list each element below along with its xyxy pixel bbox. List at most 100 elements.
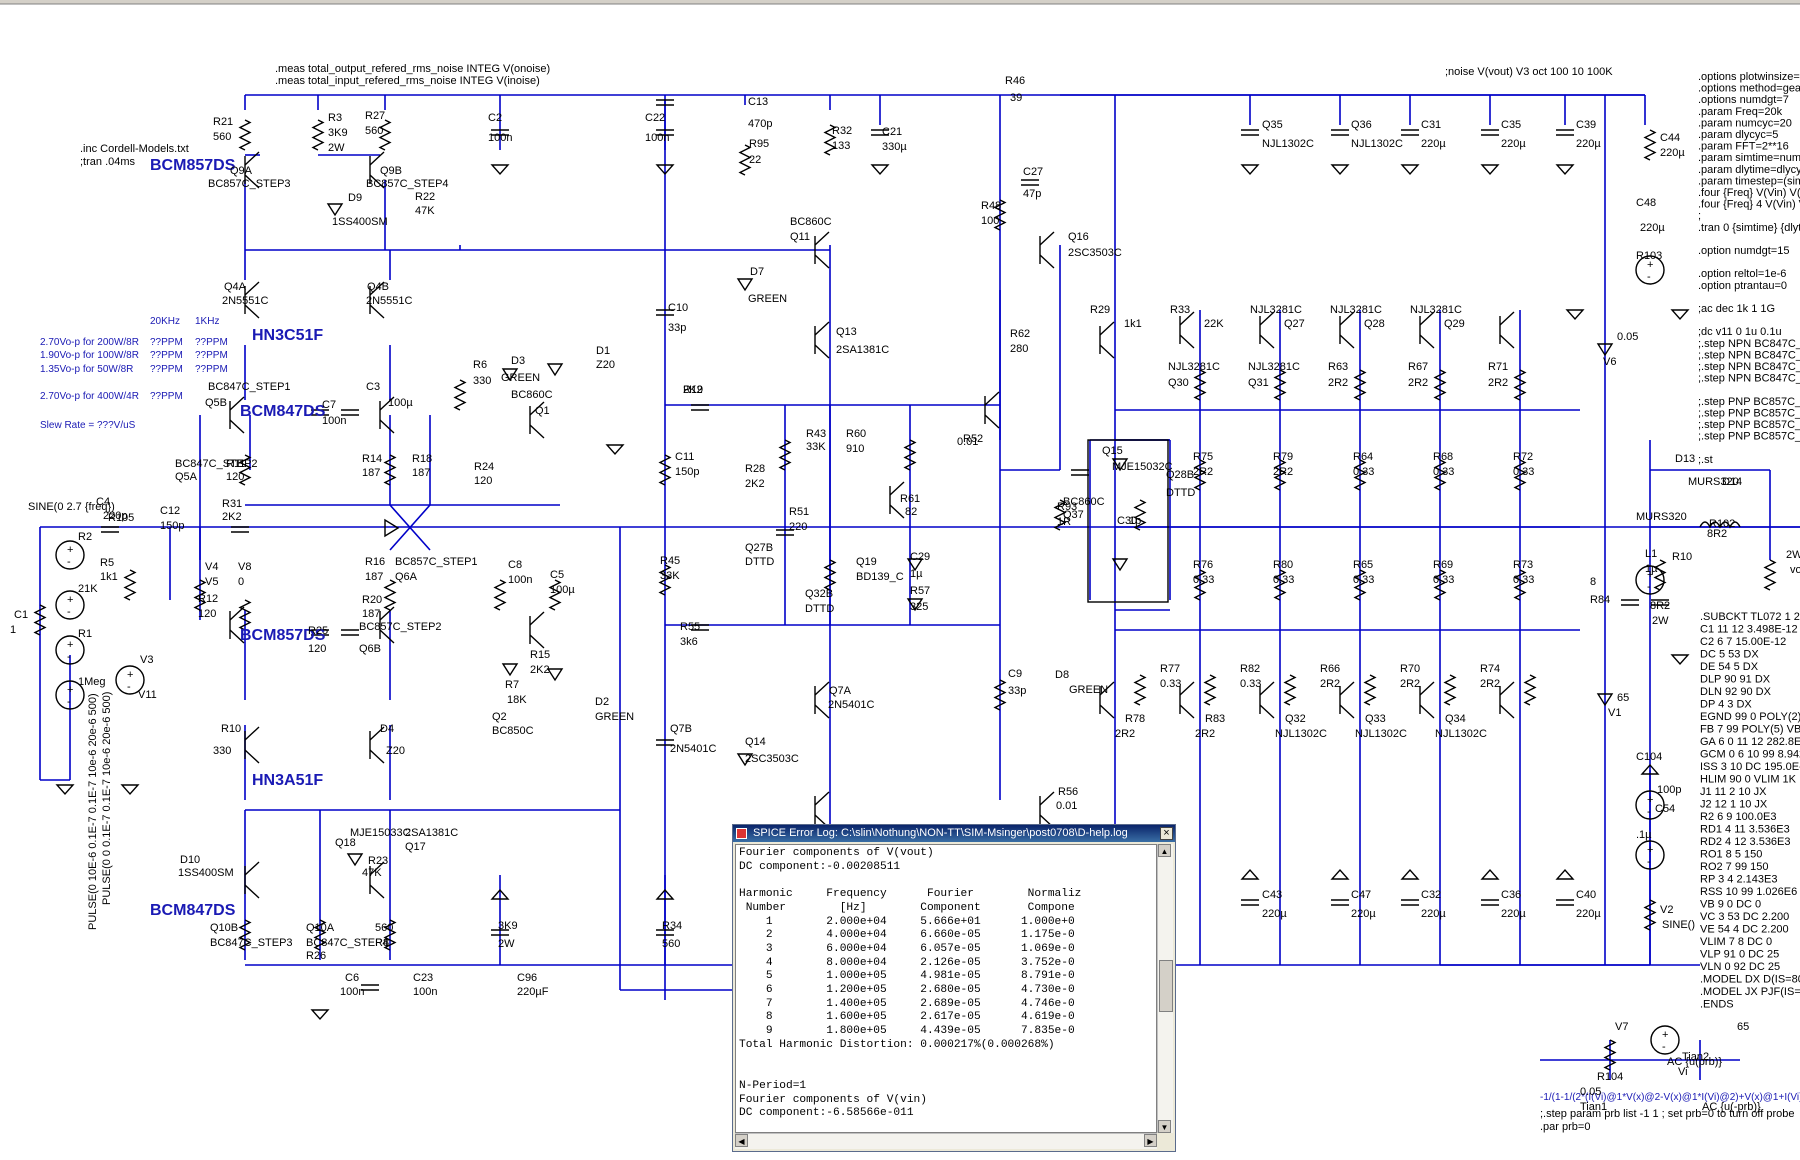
probe-box	[1087, 439, 1169, 603]
transistor-collector	[1419, 681, 1435, 696]
transistor-emitter	[1039, 254, 1055, 269]
resistor-symbol	[1643, 129, 1657, 161]
component-label: R20	[362, 594, 382, 606]
component-label: 220µ	[1421, 908, 1446, 920]
plus-sign: +	[67, 684, 73, 696]
component-label: 2K2	[745, 478, 765, 490]
resistor-symbol	[1513, 369, 1527, 401]
scroll-up-arrow-icon[interactable]: ▲	[1158, 844, 1171, 857]
spec-note: ??PPM	[150, 337, 183, 348]
transistor-emitter	[369, 749, 385, 764]
minus-sign: -	[67, 651, 71, 663]
scroll-thumb[interactable]	[1159, 960, 1173, 1012]
include-directive: .inc Cordell-Models.txt	[80, 143, 189, 155]
component-label: R56	[1058, 786, 1078, 798]
component-label: R2	[78, 531, 92, 543]
component-label: R43	[806, 428, 826, 440]
resistor-symbol	[383, 579, 397, 611]
voltage-source	[1635, 565, 1665, 595]
plus-sign: +	[67, 594, 73, 606]
plus-sign: +	[127, 669, 133, 681]
component-label: R18	[412, 453, 432, 465]
component-label: R76	[1193, 559, 1213, 571]
resistor-symbol	[1203, 674, 1217, 706]
component-label: 0.33	[1513, 574, 1534, 586]
component-label: 39	[1010, 92, 1022, 104]
subckt-line: ISS 3 10 DC 195.0E-6	[1700, 761, 1800, 773]
resistor-symbol	[1193, 369, 1207, 401]
component-label: R79	[1273, 451, 1293, 463]
resistor-symbol	[1283, 674, 1297, 706]
component-label: R84	[1590, 594, 1610, 606]
component-label: 0.33	[1273, 574, 1294, 586]
transistor-collector	[244, 151, 260, 166]
component-label: Q32B	[805, 588, 833, 600]
spec-note: ??PPM	[195, 364, 228, 375]
close-button[interactable]: ×	[1160, 827, 1173, 840]
component-label: 1k1	[100, 571, 118, 583]
subckt-line: DLP 90 91 DX	[1700, 674, 1771, 686]
transistor-collector	[369, 281, 385, 296]
spec-note: 2.70Vo-p for 400W/4R	[40, 391, 139, 402]
resistor-symbol	[238, 454, 252, 486]
component-label: Q19	[856, 556, 877, 568]
sim-directive: .four {Freq} V(Vin) V(Vo	[1698, 187, 1800, 199]
transistor-collector	[1339, 681, 1355, 696]
transistor-collector	[1179, 311, 1195, 326]
sim-directive: ;.step PNP BC857C_STE	[1698, 407, 1800, 419]
error-log-content[interactable]: Fourier components of V(vout) DC compone…	[735, 844, 1157, 1133]
component-label: 187	[362, 608, 380, 620]
horizontal-scrollbar[interactable]: ◀ ▶	[735, 1133, 1157, 1149]
app-icon	[736, 828, 747, 839]
components-layer: +-+-+-+-+-+-+-+-+-+-	[33, 99, 1777, 1071]
component-label: R26	[306, 950, 326, 962]
ground-symbol	[870, 164, 890, 176]
component-label: 325	[910, 601, 928, 613]
subckt-line: VLP 91 0 DC 25	[1700, 949, 1779, 961]
sim-directive: .param Freq=20k	[1698, 106, 1783, 118]
component-label: Q27	[1284, 318, 1305, 330]
component-label: 0.01	[1056, 800, 1077, 812]
component-label: GREEN	[595, 711, 634, 723]
component-label: R64	[1353, 451, 1373, 463]
sim-directive: .param dlytime=dlycyc/F	[1698, 164, 1800, 176]
component-label: 560	[213, 131, 231, 143]
component-label: 2K2	[222, 511, 242, 523]
error-log-titlebar[interactable]: SPICE Error Log: C:\slin\Nothung\NON-TT\…	[733, 825, 1175, 842]
component-label: 3K9	[498, 920, 518, 932]
ground-symbol	[1640, 763, 1660, 775]
minus-sign: -	[1647, 806, 1651, 818]
resistor-symbol	[193, 579, 207, 611]
resistor-symbol	[1133, 674, 1147, 706]
spec-note: 1KHz	[195, 316, 219, 327]
resistor-symbol	[383, 919, 397, 951]
spice-error-log-window[interactable]: SPICE Error Log: C:\slin\Nothung\NON-TT\…	[732, 824, 1176, 1152]
component-label: 2R2	[1273, 466, 1293, 478]
sim-directive: ;.step NPN BC847C_STE	[1698, 338, 1800, 350]
subckt-line: VLIM 7 8 DC 0	[1700, 936, 1772, 948]
component-label: 133	[832, 140, 850, 152]
component-label: BC847C_STEP2	[175, 458, 258, 470]
vertical-scrollbar[interactable]: ▲ ▼	[1157, 844, 1173, 1133]
component-label: Q36	[1351, 119, 1372, 131]
component-label: R71	[1488, 361, 1508, 373]
component-label: C48	[1636, 197, 1656, 209]
component-label: C11	[675, 451, 694, 463]
component-label: C4	[96, 496, 110, 508]
transistor-emitter	[369, 174, 385, 189]
scroll-down-arrow-icon[interactable]: ▼	[1158, 1120, 1171, 1133]
component-label: 3K9	[328, 127, 348, 139]
component-label: Q17	[405, 841, 426, 853]
transistor-emitter	[1259, 334, 1275, 349]
scroll-right-arrow-icon[interactable]: ▶	[1144, 1134, 1157, 1147]
component-label: C23	[413, 972, 433, 984]
sim-directive: .param simtime=numcy	[1698, 152, 1800, 164]
ground-symbol	[1555, 164, 1575, 176]
resistor-symbol	[1273, 569, 1287, 601]
component-label: V1	[1608, 707, 1621, 719]
scroll-left-arrow-icon[interactable]: ◀	[735, 1134, 748, 1147]
spec-note: 1.90Vo-p for 100W/8R	[40, 350, 139, 361]
resistor-symbol	[1443, 674, 1457, 706]
component-label: Q33	[1365, 713, 1386, 725]
